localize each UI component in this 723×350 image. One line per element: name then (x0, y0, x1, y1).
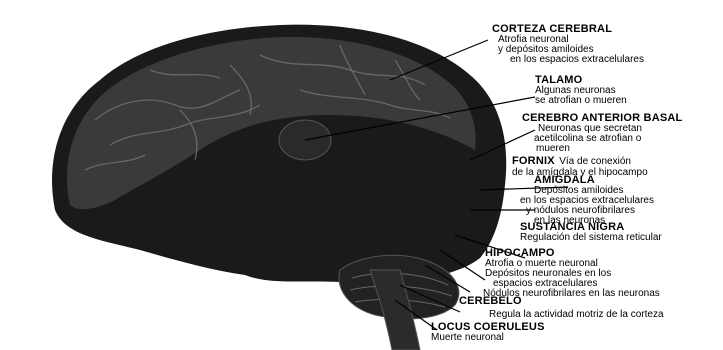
label-locus-coeruleus: LOCUS COERULEUS Muerte neuronal (431, 322, 545, 343)
label-line: Regula la actividad motriz de la corteza (489, 310, 664, 320)
label-line: en los espacios extracelulares (510, 55, 644, 65)
label-talamo: TALAMO Algunas neuronas se atrofian o mu… (535, 75, 627, 106)
label-line: se atrofian o mueren (535, 96, 627, 106)
label-hipocampo: HIPOCAMPO Atrofia o muerte neuronal Depó… (485, 248, 660, 299)
label-line: Regulación del sistema reticular (520, 233, 662, 243)
label-corteza-cerebral: CORTEZA CEREBRAL Atrofia neuronal y depó… (492, 24, 644, 65)
label-inline: Vía de conexión (559, 156, 631, 167)
label-title: CEREBELO (459, 296, 664, 307)
label-amigdala: AMIGDALA Depósitos amiloides en los espa… (520, 175, 654, 226)
label-line: Muerte neuronal (431, 333, 545, 343)
label-sustancia-nigra: SUSTANCIA NIGRA Regulación del sistema r… (520, 222, 662, 243)
label-cerebelo: CEREBELO Regula la actividad motriz de l… (459, 296, 664, 320)
label-cerebro-anterior-basal: CEREBRO ANTERIOR BASAL Neuronas que secr… (522, 113, 682, 154)
label-title: FORNIX (512, 155, 555, 167)
